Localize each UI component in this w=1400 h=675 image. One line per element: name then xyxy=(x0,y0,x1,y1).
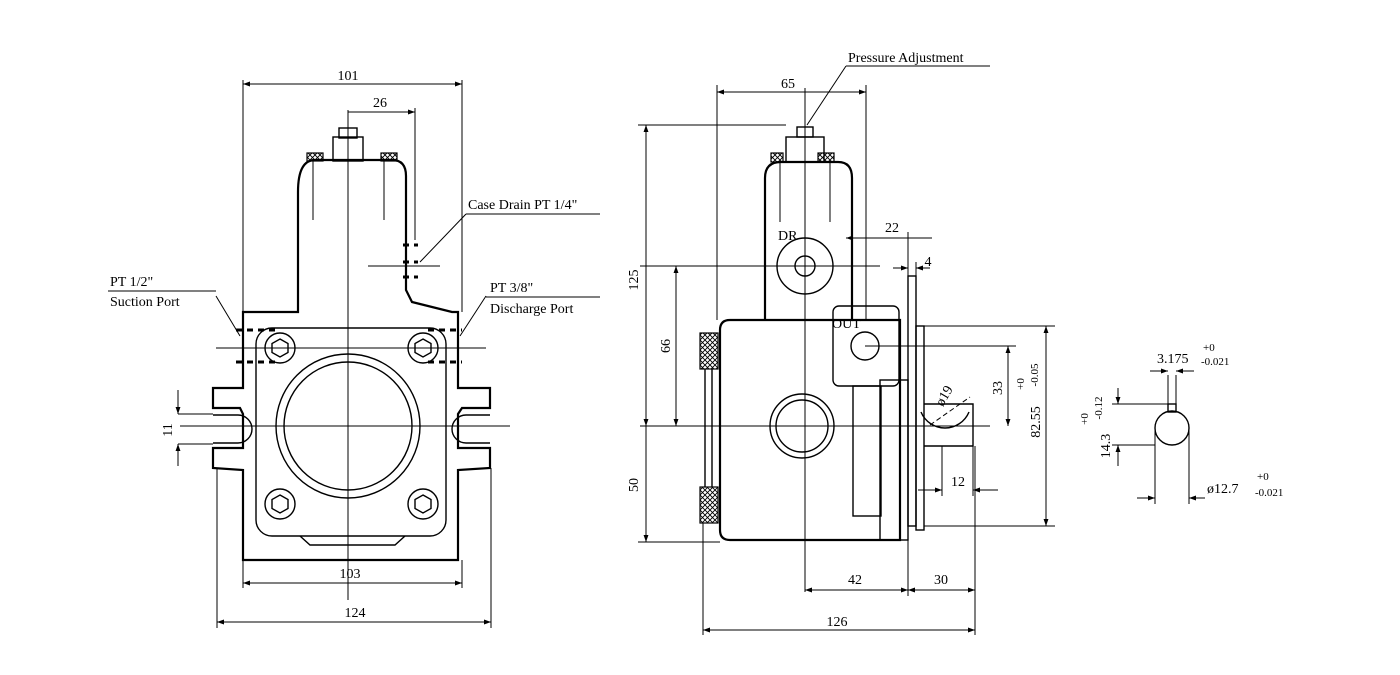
tol-key-lower: -0.021 xyxy=(1201,356,1229,368)
side-view xyxy=(640,65,990,592)
dim-50: 50 xyxy=(627,478,642,492)
side-dimensions: Pressure Adjustment 65 125 66 50 22 4 DR… xyxy=(627,51,1055,635)
dim-dia-12-7: ø12.7 xyxy=(1207,482,1239,497)
tol-height-lower: -0.12 xyxy=(1093,397,1105,420)
dim-66: 66 xyxy=(659,339,674,353)
label-dr: DR xyxy=(778,229,798,244)
suction-size: PT 1/2" xyxy=(110,275,153,290)
dim-3-175: 3.175 xyxy=(1157,352,1189,367)
dim-22: 22 xyxy=(885,221,899,236)
suction-label: Suction Port xyxy=(110,295,180,310)
discharge-label: Discharge Port xyxy=(490,302,573,317)
bolt-bottom-left xyxy=(264,488,296,520)
dim-12: 12 xyxy=(951,475,965,490)
front-dimensions: 101 26 11 103 124 xyxy=(161,69,492,628)
dim-30: 30 xyxy=(934,573,948,588)
discharge-size: PT 3/8" xyxy=(490,281,533,296)
tol-key-upper: +0 xyxy=(1203,342,1215,354)
tol-82-55-lower: -0.05 xyxy=(1029,363,1041,386)
label-out: OUT xyxy=(832,317,861,332)
tol-dia-lower: -0.021 xyxy=(1255,487,1283,499)
tol-height-upper: +0 xyxy=(1079,413,1091,425)
dim-4: 4 xyxy=(925,255,932,270)
dim-26: 26 xyxy=(373,96,387,111)
dim-14-3: 14.3 xyxy=(1099,434,1114,459)
dim-42: 42 xyxy=(848,573,862,588)
dim-124: 124 xyxy=(345,606,366,621)
tol-dia-upper: +0 xyxy=(1257,471,1269,483)
dim-11: 11 xyxy=(161,423,176,436)
dim-101: 101 xyxy=(338,69,359,84)
tol-82-55-upper: +0 xyxy=(1015,378,1027,390)
pressure-adjustment-label: Pressure Adjustment xyxy=(848,51,964,66)
dim-65: 65 xyxy=(781,77,795,92)
dim-126: 126 xyxy=(827,615,848,630)
dim-dia19: ø19 xyxy=(933,383,956,409)
dim-125: 125 xyxy=(627,270,642,291)
bolt-bottom-right xyxy=(407,488,439,520)
front-view xyxy=(180,110,510,600)
front-labels: Case Drain PT 1/4" PT 1/2" Suction Port … xyxy=(108,198,600,317)
dim-82-55: 82.55 xyxy=(1029,406,1044,438)
dim-103: 103 xyxy=(340,567,361,582)
shaft-detail: 3.175 +0 -0.021 14.3 +0 -0.12 ø12.7 +0 -… xyxy=(1079,342,1283,504)
case-drain-label: Case Drain PT 1/4" xyxy=(468,198,577,213)
dim-33: 33 xyxy=(991,381,1006,395)
